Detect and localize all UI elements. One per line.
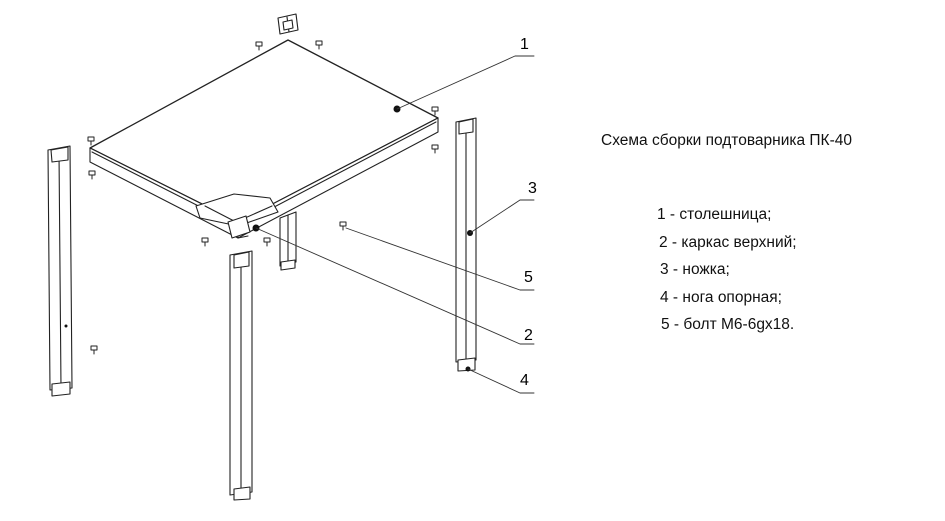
bolt <box>315 40 323 50</box>
callout-3: 3 <box>528 180 537 197</box>
left-leg <box>47 145 73 397</box>
back-corner-post <box>277 13 299 35</box>
callout-2: 2 <box>524 327 533 344</box>
upper-frame-corner <box>195 193 279 239</box>
leader-1 <box>396 55 535 110</box>
bolt <box>255 41 263 51</box>
callout-numbers: 1 2 3 4 5 <box>520 36 537 389</box>
diagram-title: Схема сборки подтоварника ПК-40 <box>601 132 852 149</box>
leader-lines <box>255 55 535 394</box>
parts-legend: 1 - столешница; 2 - каркас верхний; 3 - … <box>657 205 797 343</box>
leader-3 <box>469 199 535 234</box>
legend-item: 3 - ножка; <box>660 261 730 278</box>
bolt <box>90 345 98 355</box>
bolts <box>87 40 439 355</box>
legend-item: 1 - столешница; <box>657 206 772 223</box>
callout-4: 4 <box>520 372 529 389</box>
leader-5 <box>345 227 535 291</box>
bolt <box>263 237 271 247</box>
callout-5: 5 <box>524 269 533 286</box>
bolt <box>201 237 209 247</box>
leader-2 <box>255 227 535 345</box>
legend-item: 5 - болт М6-6gx18. <box>661 316 795 333</box>
bolt <box>431 106 439 116</box>
legend-item: 2 - каркас верхний; <box>659 233 797 251</box>
leader-4 <box>467 368 535 394</box>
callout-1: 1 <box>520 36 529 53</box>
bolt <box>88 170 96 180</box>
legend-item: 4 - нога опорная; <box>660 288 782 306</box>
front-leg <box>229 250 253 501</box>
right-leg <box>455 117 477 372</box>
bolt <box>339 221 347 231</box>
bolt <box>87 136 95 146</box>
rear-leg-stub <box>279 211 297 271</box>
bolt <box>431 144 439 154</box>
